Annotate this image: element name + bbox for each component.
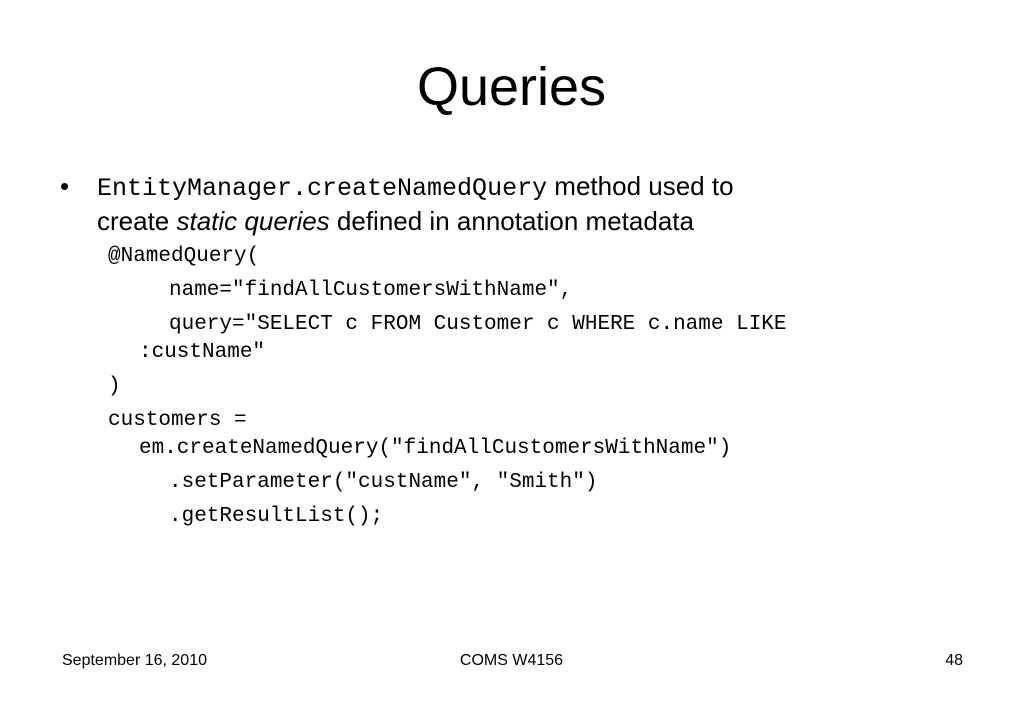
code-line: em.createNamedQuery("findAllCustomersWit…	[139, 437, 732, 460]
code-line: name="findAllCustomersWithName",	[169, 279, 573, 302]
bullet-point: • EntityManager.createNamedQuery method …	[60, 170, 960, 238]
bullet-line2-prefix: create	[97, 206, 177, 236]
slide-title: Queries	[416, 57, 607, 117]
code-sample: @NamedQuery( name="findAllCustomersWithN…	[108, 243, 787, 537]
bullet-text-after-code: method used to	[547, 171, 734, 201]
bullet-dot-icon: •	[60, 171, 70, 201]
code-line: .setParameter("custName", "Smith")	[169, 471, 598, 494]
bullet-text: EntityManager.createNamedQuery method us…	[97, 170, 960, 238]
footer-date: September 16, 2010	[62, 652, 207, 669]
footer-course: COMS W4156	[459, 652, 564, 669]
code-line: )	[108, 375, 121, 398]
code-line: query="SELECT c FROM Customer c WHERE c.…	[169, 313, 787, 336]
bullet-code-method: EntityManager.createNamedQuery	[97, 174, 548, 203]
footer-page-number: 48	[945, 652, 963, 669]
bullet-line2-italic: static queries	[176, 206, 330, 236]
code-line: .getResultList();	[169, 505, 384, 528]
code-line: customers =	[108, 409, 247, 432]
code-line: :custName"	[139, 341, 266, 364]
bullet-line2-suffix: defined in annotation metadata	[329, 206, 694, 236]
code-line: @NamedQuery(	[108, 245, 260, 268]
